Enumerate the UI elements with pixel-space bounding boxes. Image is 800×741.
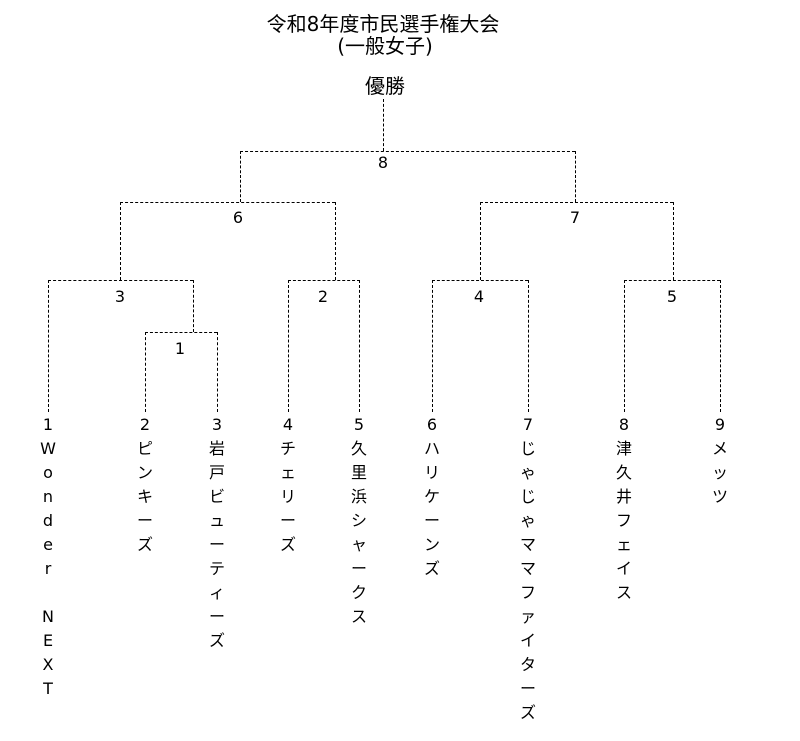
line-match6-right-leg: [335, 202, 336, 280]
line-team7-drop: [528, 280, 529, 412]
line-team9-drop: [720, 280, 721, 412]
page-subtitle: (一般女子): [337, 34, 433, 58]
line-match8-left-leg: [240, 151, 241, 202]
line-team3-drop: [217, 332, 218, 412]
line-team4-drop: [288, 280, 289, 412]
line-team5-drop: [359, 280, 360, 412]
line-match2-bar: [288, 280, 360, 281]
match-number-2: 2: [317, 287, 329, 306]
champion-label: 優勝: [365, 74, 405, 98]
line-team2-drop: [145, 332, 146, 412]
line-match6-bar: [120, 202, 335, 203]
line-match6-left-leg: [120, 202, 121, 280]
line-champion-stem: [383, 99, 384, 151]
line-match1-stem: [193, 280, 194, 332]
line-team8-drop: [624, 280, 625, 412]
line-match3-bar: [48, 280, 193, 281]
match-number-5: 5: [666, 287, 678, 306]
line-match7-bar: [480, 202, 673, 203]
match-number-3: 3: [114, 287, 126, 306]
match-number-7: 7: [569, 208, 581, 227]
line-team1-drop: [48, 280, 49, 412]
line-match1-bar: [145, 332, 217, 333]
line-match4-bar: [432, 280, 528, 281]
line-match8-bar: [240, 151, 575, 152]
line-match7-right-leg: [673, 202, 674, 280]
line-team6-drop: [432, 280, 433, 412]
line-match8-right-leg: [575, 151, 576, 202]
match-number-8: 8: [377, 153, 389, 172]
line-match7-left-leg: [480, 202, 481, 280]
line-match5-bar: [624, 280, 720, 281]
match-number-4: 4: [473, 287, 485, 306]
match-number-6: 6: [232, 208, 244, 227]
match-number-1: 1: [174, 339, 186, 358]
page-title: 令和8年度市民選手権大会: [266, 12, 500, 36]
